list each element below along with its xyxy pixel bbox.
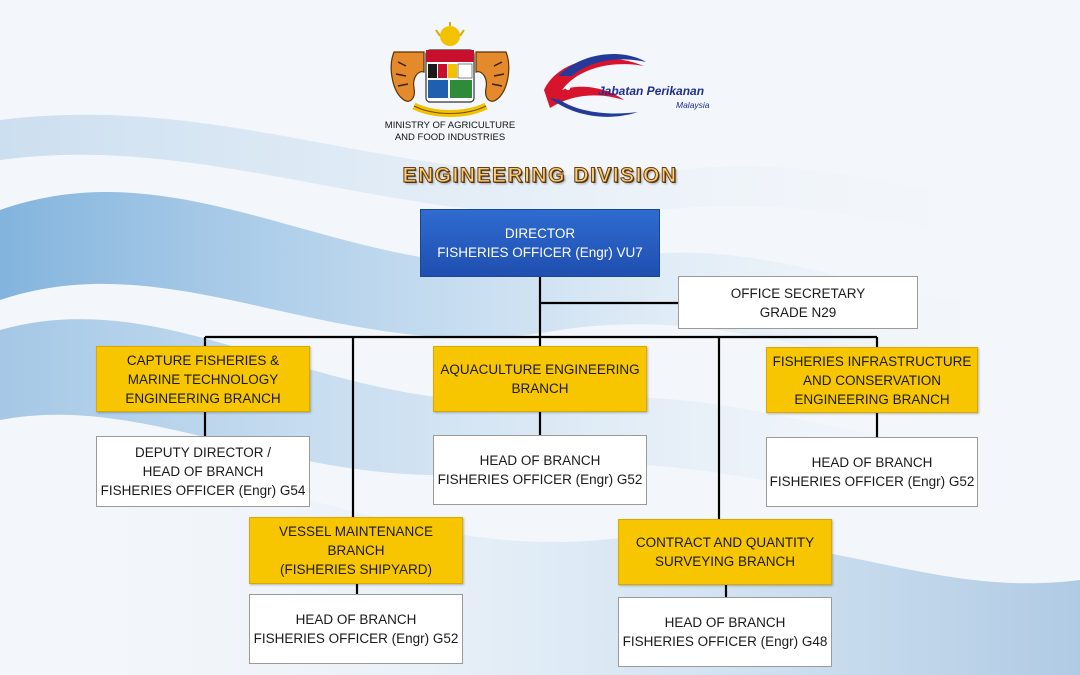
department-name: Jabatan Perikanan [598, 84, 705, 98]
ministry-name: MINISTRY OF AGRICULTURE AND FOOD INDUSTR… [384, 120, 516, 143]
head-capture-fisheries: DEPUTY DIRECTOR / HEAD OF BRANCH FISHERI… [96, 436, 310, 507]
branch-contract-quantity-surveying: CONTRACT AND QUANTITY SURVEYING BRANCH [618, 519, 832, 585]
director-text: DIRECTOR FISHERIES OFFICER (Engr) VU7 [437, 226, 643, 260]
division-title: ENGINEERING DIVISION [402, 164, 678, 188]
branch-aquaculture-engineering: AQUACULTURE ENGINEERING BRANCH [433, 346, 647, 412]
branch-name: AQUACULTURE ENGINEERING BRANCH [440, 362, 640, 396]
head-aquaculture-engineering: HEAD OF BRANCH FISHERIES OFFICER (Engr) … [433, 435, 647, 505]
head-of-branch-text: DEPUTY DIRECTOR / HEAD OF BRANCH FISHERI… [100, 445, 306, 498]
branch-capture-fisheries: CAPTURE FISHERIES & MARINE TECHNOLOGY EN… [96, 346, 310, 412]
head-of-branch-text: HEAD OF BRANCH FISHERIES OFFICER (Engr) … [769, 455, 975, 489]
branch-name: CONTRACT AND QUANTITY SURVEYING BRANCH [635, 535, 815, 569]
branch-name: CAPTURE FISHERIES & MARINE TECHNOLOGY EN… [125, 352, 281, 406]
head-fisheries-infrastructure: HEAD OF BRANCH FISHERIES OFFICER (Engr) … [766, 437, 978, 507]
office-secretary-text: OFFICE SECRETARY GRADE N29 [730, 285, 866, 320]
head-of-branch-text: HEAD OF BRANCH FISHERIES OFFICER (Engr) … [253, 612, 459, 646]
office-secretary-box: OFFICE SECRETARY GRADE N29 [678, 276, 918, 329]
department-country: Malaysia [676, 100, 710, 110]
branch-name: VESSEL MAINTENANCE BRANCH (FISHERIES SHI… [278, 524, 434, 577]
head-contract-quantity-surveying: HEAD OF BRANCH FISHERIES OFFICER (Engr) … [618, 597, 832, 667]
branch-name: FISHERIES INFRASTRUCTURE AND CONSERVATIO… [772, 353, 972, 407]
branch-fisheries-infrastructure: FISHERIES INFRASTRUCTURE AND CONSERVATIO… [766, 347, 978, 413]
director-box: DIRECTOR FISHERIES OFFICER (Engr) VU7 [420, 209, 660, 277]
coat-of-arms-logo-icon [390, 22, 510, 117]
head-of-branch-text: HEAD OF BRANCH FISHERIES OFFICER (Engr) … [437, 453, 643, 487]
branch-vessel-maintenance: VESSEL MAINTENANCE BRANCH (FISHERIES SHI… [249, 517, 463, 584]
head-vessel-maintenance: HEAD OF BRANCH FISHERIES OFFICER (Engr) … [249, 594, 463, 664]
fisheries-department-logo-icon [544, 53, 646, 117]
head-of-branch-text: HEAD OF BRANCH FISHERIES OFFICER (Engr) … [622, 615, 828, 649]
